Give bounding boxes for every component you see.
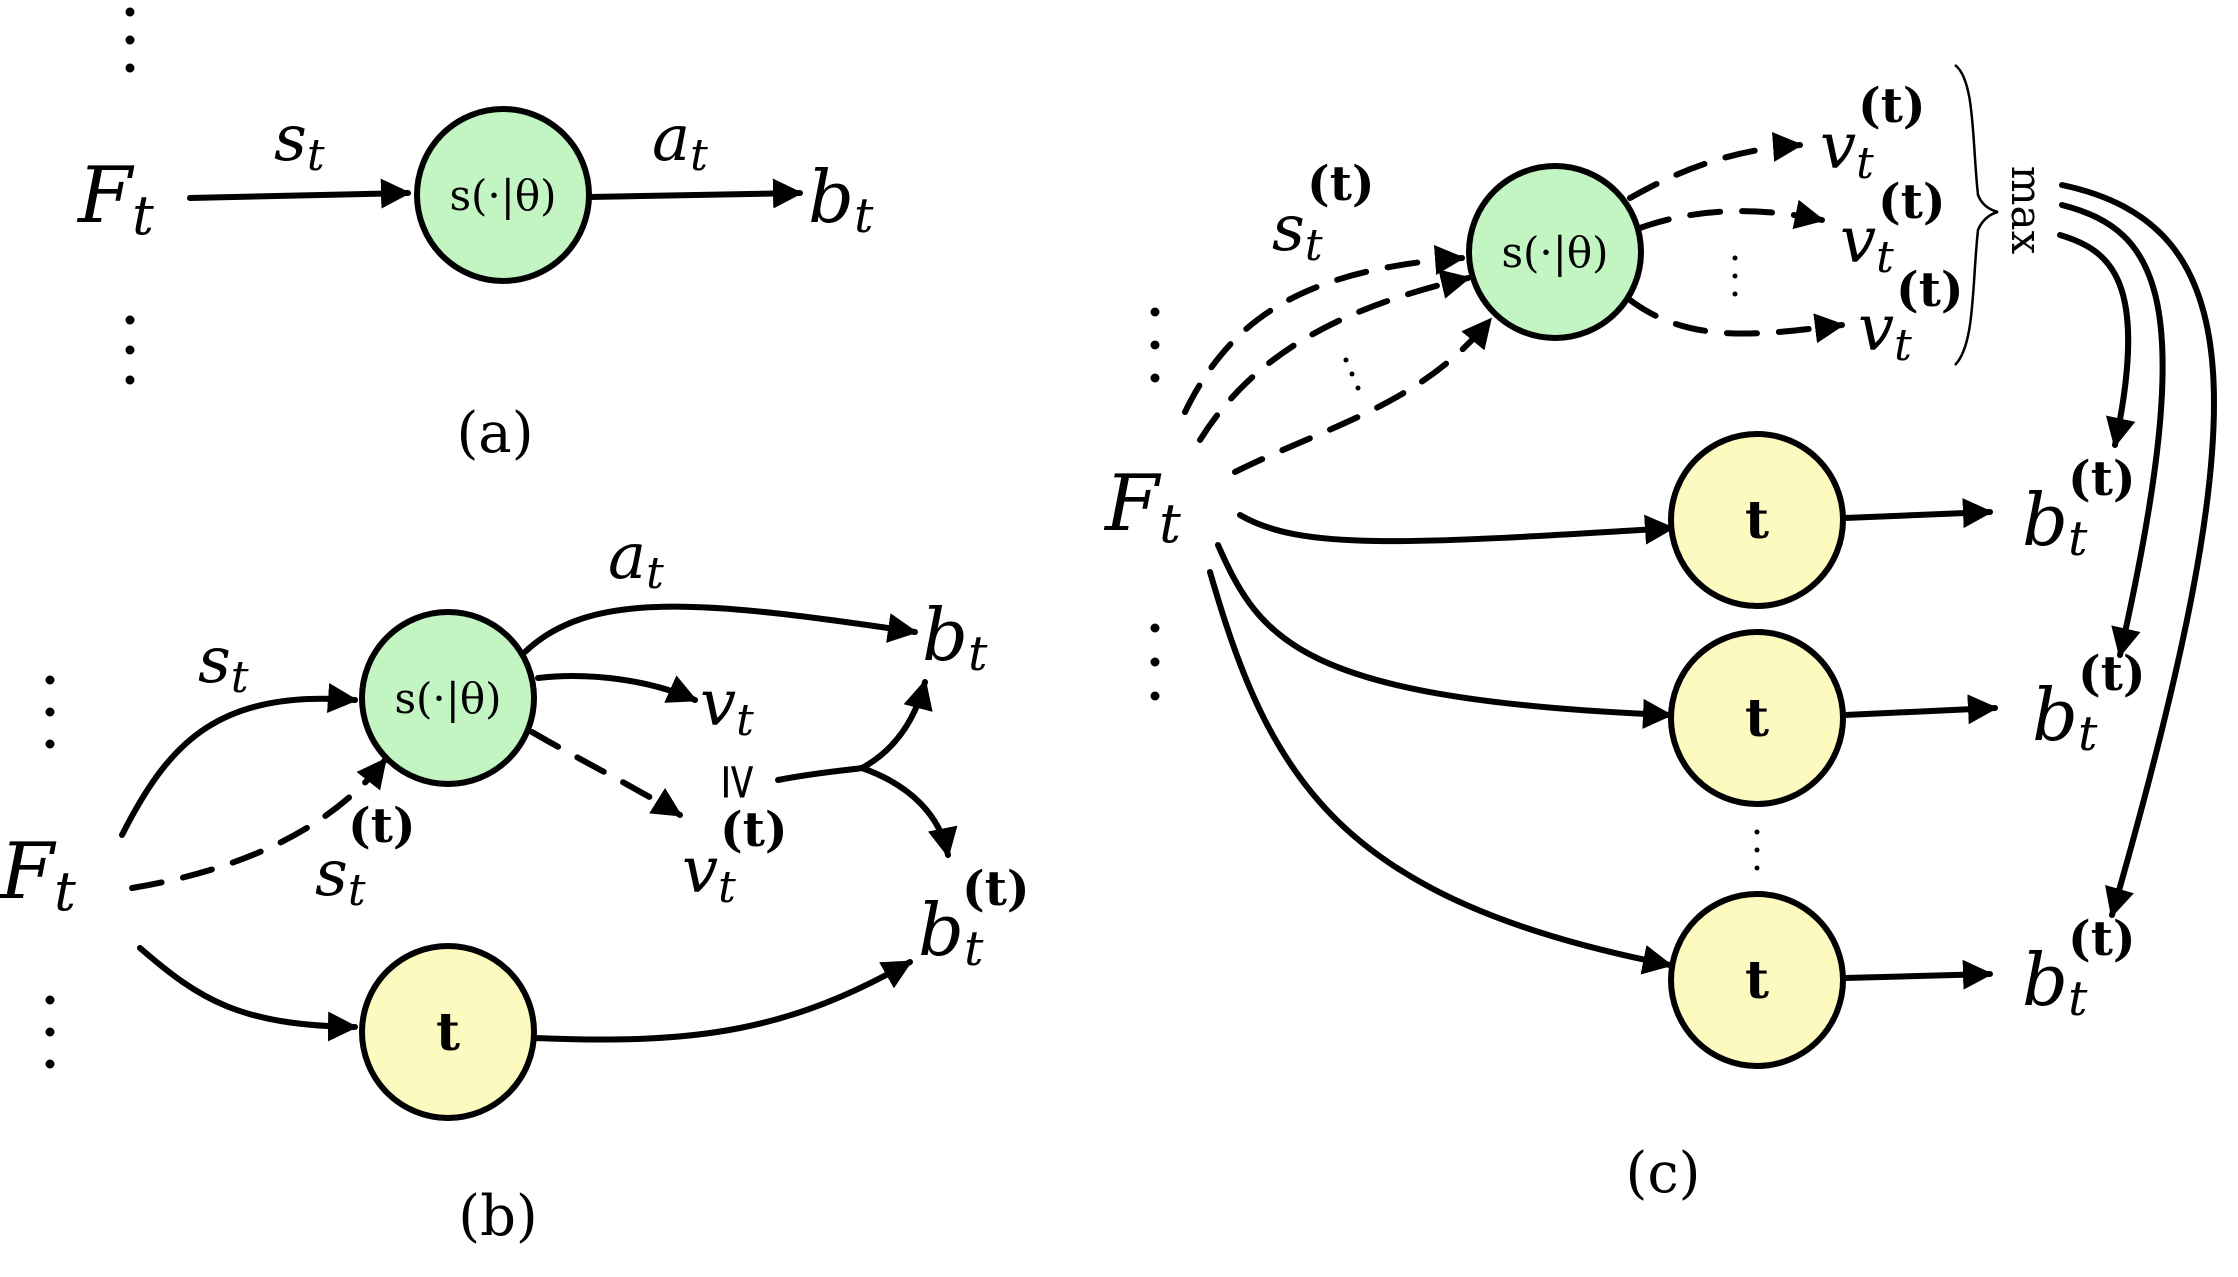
label-st-b: st — [315, 837, 366, 916]
vertical-dots-bottom-c — [1150, 623, 1160, 701]
label-a-a: at — [652, 102, 708, 181]
edge-max-b1-c — [2057, 232, 2136, 448]
edge-max-b2-c — [2059, 202, 2166, 658]
policy-label-a: s(·|θ) — [449, 171, 556, 220]
edge-v-b — [535, 673, 698, 703]
label-st-c: st — [1272, 192, 1323, 271]
label-vt3-c: vt — [1858, 292, 1912, 371]
edge-F-teacher2-c — [1215, 542, 1673, 729]
edge-teacher-btt-b — [532, 959, 913, 1043]
label-vt-b: vt — [682, 834, 736, 913]
vertical-dots-top-c — [1150, 307, 1160, 383]
edge-a-b — [522, 603, 918, 655]
label-s-b: st — [198, 624, 249, 703]
edge-compare-b — [775, 765, 865, 783]
label-v-b: vt — [700, 667, 754, 746]
edge-F-teacher1-c — [1237, 512, 1675, 545]
teacher-label-b: t — [436, 1002, 460, 1063]
teacher-dots-c — [1754, 829, 1760, 871]
vertical-dots-bottom-b — [45, 995, 55, 1069]
label-vt1-c: vt — [1820, 110, 1874, 189]
edge-s-b — [119, 683, 358, 838]
output-b1-sup-c: (t) — [2068, 451, 2136, 507]
vertical-dots-bottom-a — [125, 315, 135, 385]
input-F-a: Ft — [76, 151, 154, 247]
label-vt1-sup-c: (t) — [1858, 78, 1926, 134]
edge-teacher1-b-c — [1842, 498, 1993, 529]
label-st-sup-b: (t) — [348, 798, 416, 854]
edge-s-a — [187, 178, 411, 209]
label-vt2-sup-c: (t) — [1878, 174, 1946, 230]
teacher-node2-c — [1668, 629, 1846, 807]
edge-st3-c — [1232, 317, 1493, 475]
caption-a: (a) — [456, 401, 533, 466]
edge-F-teacher-b — [137, 945, 358, 1042]
edge-st1-c — [1182, 245, 1465, 415]
output-b1-c: bt — [2022, 478, 2088, 567]
policy-label-c: s(·|θ) — [1501, 228, 1608, 277]
edge-st-b — [129, 757, 388, 891]
label-vt-sup-b: (t) — [720, 802, 788, 858]
panel-a: Ft st s(·|θ) at bt (a) — [76, 7, 874, 466]
edge-a-a — [587, 178, 803, 209]
output-btt-sup-b: (t) — [962, 861, 1030, 917]
input-F-b: Ft — [0, 827, 76, 923]
label-st-sup-c: (t) — [1307, 156, 1375, 212]
edge-vt2-c — [1637, 199, 1825, 231]
output-b-b: bt — [922, 593, 988, 682]
teacher-label1-c: t — [1745, 490, 1769, 551]
output-b-a: bt — [808, 155, 874, 244]
input-F-c: Ft — [1103, 459, 1181, 555]
vertical-small-dots-c — [1732, 255, 1738, 297]
output-b3-c: bt — [2022, 938, 2088, 1027]
edge-vt1-c — [1627, 131, 1803, 201]
output-b2-sup-c: (t) — [2078, 646, 2146, 702]
label-vt2-c: vt — [1840, 204, 1894, 283]
teacher-node-b — [359, 943, 537, 1121]
output-btt-b: bt — [918, 888, 984, 977]
policy-node-c — [1466, 163, 1644, 341]
policy-node-b — [359, 609, 537, 787]
edge-F-teacher3-c — [1207, 569, 1673, 975]
edge-max-b3-c — [2059, 182, 2217, 918]
edge-teacher2-b-c — [1842, 694, 1998, 725]
panel-c: Ft st (t) s(·|θ) vt (t) vt — [1103, 64, 2217, 1206]
label-s-a: st — [274, 102, 325, 181]
edge-teacher3-b-c — [1842, 959, 1993, 990]
diagonal-dots-c — [1343, 357, 1361, 391]
max-label-c: max — [2002, 166, 2051, 255]
edge-compare-to-btt-b — [859, 765, 958, 858]
edge-compare-to-bt-b — [859, 679, 933, 771]
edge-vt3-c — [1627, 297, 1845, 344]
label-vt3-sup-c: (t) — [1896, 262, 1964, 318]
caption-b: (b) — [458, 1184, 538, 1249]
output-b3-sup-c: (t) — [2068, 911, 2136, 967]
teacher-label2-c: t — [1745, 688, 1769, 749]
caption-c: (c) — [1625, 1141, 1700, 1206]
label-a-b: at — [608, 520, 664, 599]
edge-vt-b — [529, 729, 683, 818]
edge-st2-c — [1197, 269, 1471, 443]
geq-symbol-b: ≥ — [712, 761, 770, 803]
policy-label-b: s(·|θ) — [394, 674, 501, 723]
max-brace-c — [1954, 64, 1999, 366]
output-b2-c: bt — [2032, 673, 2098, 762]
vertical-dots-top-a — [125, 7, 135, 73]
panel-b: Ft st st (t) s(·|θ) at bt vt ≥ — [0, 520, 1030, 1249]
teacher-label3-c: t — [1745, 950, 1769, 1011]
vertical-dots-top-b — [45, 675, 55, 749]
